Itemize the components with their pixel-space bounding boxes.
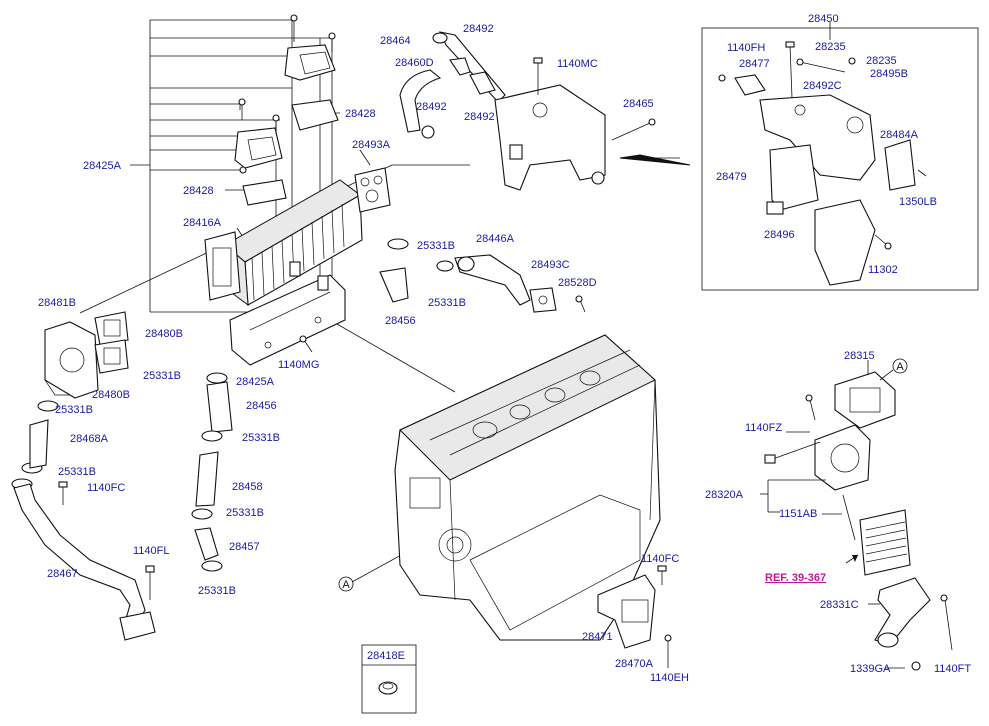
label-1140FT: 1140FT (934, 663, 971, 675)
label-28235-b: 28235 (866, 55, 897, 67)
label-25331B-a: 25331B (417, 240, 455, 252)
label-28464: 28464 (380, 35, 411, 47)
label-28496: 28496 (764, 229, 795, 241)
label-28315: 28315 (844, 350, 875, 362)
label-25331B-e: 25331B (242, 432, 280, 444)
label-28428-top: 28428 (345, 108, 376, 120)
label-28467: 28467 (47, 568, 78, 580)
label-25331B-c: 25331B (55, 404, 93, 416)
label-25331B-h: 25331B (198, 585, 236, 597)
egr-bracket (597, 565, 672, 668)
label-28450: 28450 (808, 13, 839, 25)
label-28492C: 28492C (803, 80, 842, 92)
callout-a-right: A (879, 358, 908, 381)
top-egr-pipe-and-valve (399, 31, 691, 191)
label-28492-top: 28492 (463, 23, 494, 35)
label-28456-a: 28456 (385, 315, 416, 327)
label-1350LB: 1350LB (899, 196, 937, 208)
label-1140MC: 1140MC (557, 58, 598, 70)
label-1140FH: 1140FH (727, 42, 765, 54)
label-28479: 28479 (716, 171, 747, 183)
label-1140FZ: 1140FZ (745, 422, 782, 434)
label-1339GA: 1339GA (850, 663, 891, 675)
label-28481B: 28481B (38, 297, 76, 309)
right-leaders (760, 22, 905, 669)
label-28480B-a: 28480B (145, 328, 183, 340)
label-28425A-bottom: 28425A (236, 376, 275, 388)
label-28320A: 28320A (705, 489, 744, 501)
callout-a-left: A (338, 576, 354, 592)
label-28480B-b: 28480B (92, 389, 130, 401)
callout-a-left-label: A (342, 579, 350, 591)
label-1140FC-left: 1140FC (87, 482, 125, 494)
part-28418E-inset (361, 644, 417, 714)
egr-cooler-assembly (204, 14, 391, 366)
label-28470A: 28470A (615, 658, 654, 670)
label-28416A: 28416A (183, 217, 222, 229)
label-25331B-b: 25331B (428, 297, 466, 309)
label-1140FC-right: 1140FC (641, 553, 679, 565)
label-1140EH: 1140EH (650, 672, 689, 684)
label-28425A-left: 28425A (83, 160, 122, 172)
label-28493C: 28493C (531, 259, 570, 271)
label-28495B: 28495B (870, 68, 908, 80)
label-25331B-f: 25331B (58, 466, 96, 478)
label-28457: 28457 (229, 541, 260, 553)
engine-block (394, 334, 661, 641)
label-28465: 28465 (623, 98, 654, 110)
callout-a-right-label: A (896, 361, 904, 373)
part-labels: 28464 28492 28460D 1140MC 28492 28492 28… (38, 13, 971, 684)
label-28493A: 28493A (352, 139, 391, 151)
label-28477: 28477 (739, 58, 770, 70)
label-1151AB: 1151AB (779, 508, 817, 520)
label-28428-mid: 28428 (183, 185, 214, 197)
label-1140FL: 1140FL (133, 545, 170, 557)
label-11302: 11302 (868, 264, 898, 276)
label-1140MG: 1140MG (278, 359, 319, 371)
label-28484A: 28484A (880, 129, 919, 141)
label-28235-a: 28235 (815, 41, 846, 53)
reference-link[interactable]: REF. 39-367 (765, 572, 826, 584)
label-28471: 28471 (582, 631, 613, 643)
label-28446A: 28446A (476, 233, 515, 245)
label-28456-b: 28456 (246, 400, 277, 412)
label-28528D: 28528D (558, 277, 597, 289)
label-28492-left: 28492 (416, 101, 447, 113)
label-28492-right: 28492 (464, 111, 495, 123)
left-hoses-and-pipes (11, 238, 586, 641)
label-25331B-d: 25331B (143, 370, 181, 382)
label-28458: 28458 (232, 481, 263, 493)
label-28460D: 28460D (395, 57, 434, 69)
detail-box (701, 27, 979, 291)
egr-valve-detail (718, 41, 927, 286)
right-intake-parts (764, 371, 953, 671)
label-28418E: 28418E (367, 650, 405, 662)
label-25331B-g: 25331B (226, 507, 264, 519)
label-28468A: 28468A (70, 433, 109, 445)
label-28331C: 28331C (820, 599, 859, 611)
